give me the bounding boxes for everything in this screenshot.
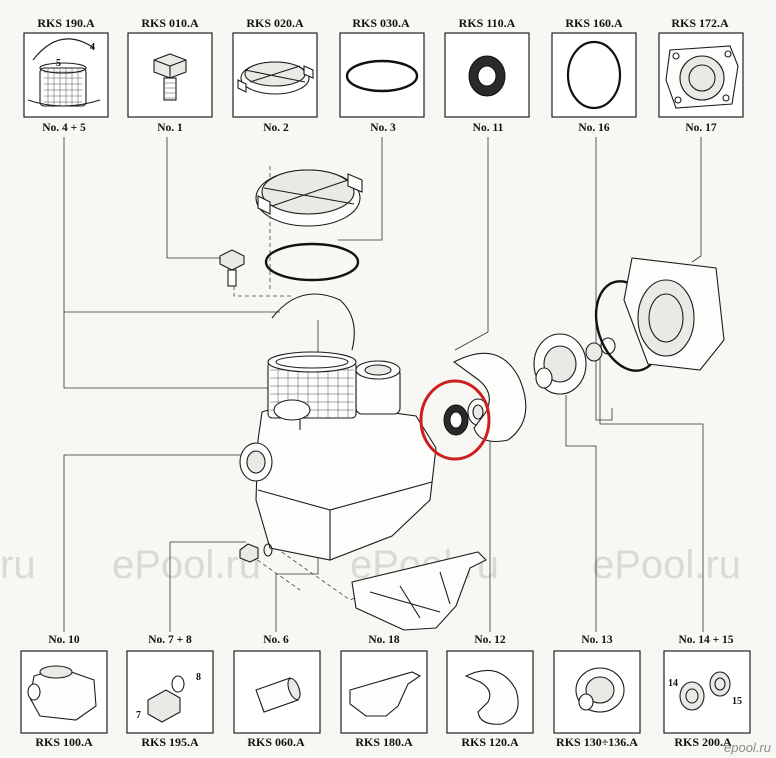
highlight-circle bbox=[419, 379, 491, 461]
callout-14: 14 bbox=[668, 678, 678, 689]
pump-housing-icon bbox=[27, 665, 97, 721]
lid-drawing bbox=[255, 169, 363, 227]
brand-mark: epool.ru bbox=[724, 740, 771, 755]
lid-o-ring-drawing bbox=[264, 242, 360, 282]
part-number: No. 4 + 5 bbox=[42, 122, 86, 134]
part-code: RKS 060.A bbox=[247, 735, 305, 749]
part-number: No. 17 bbox=[685, 122, 717, 134]
flange-o-ring-icon bbox=[566, 40, 622, 110]
lid-o-ring-icon bbox=[345, 59, 419, 93]
part-number: No. 2 bbox=[263, 122, 289, 134]
part-code: RKS 160.A bbox=[565, 16, 623, 30]
callout-15: 15 bbox=[732, 696, 742, 707]
callout-5: 5 bbox=[56, 58, 61, 69]
part-code: RKS 200.A bbox=[674, 735, 732, 749]
part-code: RKS 120.A bbox=[461, 735, 519, 749]
top-part-4[interactable]: RKS 030.A No. 3 bbox=[339, 16, 425, 134]
watermark-left: ru bbox=[0, 543, 36, 587]
drain-plug-drawing bbox=[239, 543, 273, 563]
watermark-3: ePool.ru bbox=[592, 543, 741, 587]
drain-plug-icon: 7 8 bbox=[136, 672, 201, 723]
part-code: RKS 130÷136.A bbox=[556, 735, 638, 749]
screw-drawing bbox=[219, 249, 245, 287]
callout-7: 7 bbox=[136, 710, 141, 721]
top-part-5[interactable]: RKS 110.A No. 11 bbox=[444, 16, 530, 134]
impeller-icon bbox=[575, 667, 625, 713]
impeller-drawing bbox=[533, 333, 587, 395]
part-code: RKS 020.A bbox=[246, 16, 304, 30]
basket-with-handle-icon: 4 5 bbox=[27, 38, 101, 107]
part-number: No. 14 + 15 bbox=[678, 634, 733, 646]
leader-lines bbox=[63, 137, 704, 632]
motor-flange-icon bbox=[665, 45, 739, 109]
top-part-6[interactable]: RKS 160.A No. 16 bbox=[551, 16, 637, 134]
part-code: RKS 195.A bbox=[141, 735, 199, 749]
sleeve-icon bbox=[255, 677, 301, 713]
top-part-2[interactable]: RKS 010.A No. 1 bbox=[127, 16, 213, 134]
part-code: RKS 172.A bbox=[671, 16, 729, 30]
part-number: No. 3 bbox=[370, 122, 396, 134]
watermark-1: ePool.ru bbox=[112, 543, 261, 587]
part-number: No. 10 bbox=[48, 634, 80, 646]
part-code: RKS 190.A bbox=[37, 16, 95, 30]
mech-seal-drawing bbox=[585, 337, 616, 362]
bottom-part-3[interactable]: No. 6 RKS 060.A bbox=[233, 634, 321, 749]
top-part-7[interactable]: RKS 172.A No. 17 bbox=[658, 16, 744, 134]
shaft-seal-icon bbox=[468, 55, 506, 97]
bottom-part-2[interactable]: No. 7 + 8 7 8 RKS 195.A bbox=[126, 634, 214, 749]
callout-4: 4 bbox=[90, 42, 95, 53]
part-number: No. 6 bbox=[263, 634, 289, 646]
mechanical-seal-icon: 14 15 bbox=[668, 671, 742, 711]
bottom-part-7[interactable]: No. 14 + 15 14 15 RKS 200.A bbox=[663, 634, 751, 749]
bottom-part-6[interactable]: No. 13 RKS 130÷136.A bbox=[553, 634, 641, 749]
top-part-1[interactable]: RKS 190.A 4 5 No. 4 + 5 bbox=[23, 16, 109, 134]
basket-handle-drawing bbox=[271, 293, 355, 351]
part-code: RKS 010.A bbox=[141, 16, 199, 30]
part-number: No. 13 bbox=[581, 634, 613, 646]
motor-flange-drawing bbox=[623, 257, 725, 371]
housing-drawing bbox=[239, 351, 437, 561]
bottom-part-5[interactable]: No. 12 RKS 120.A bbox=[446, 634, 534, 749]
drain-screw-icon bbox=[153, 53, 187, 101]
support-foot-icon bbox=[349, 671, 422, 717]
part-number: No. 11 bbox=[473, 122, 504, 134]
pump-lid-icon bbox=[237, 61, 314, 95]
part-code: RKS 180.A bbox=[355, 735, 413, 749]
part-code: RKS 100.A bbox=[35, 735, 93, 749]
part-number: No. 12 bbox=[474, 634, 506, 646]
part-number: No. 16 bbox=[578, 122, 610, 134]
pump-assembly bbox=[219, 166, 725, 631]
part-code: RKS 030.A bbox=[352, 16, 410, 30]
top-part-3[interactable]: RKS 020.A No. 2 bbox=[232, 16, 318, 134]
part-code: RKS 110.A bbox=[459, 16, 516, 30]
part-number: No. 7 + 8 bbox=[148, 634, 192, 646]
callout-8: 8 bbox=[196, 672, 201, 683]
bottom-part-1[interactable]: No. 10 RKS 100.A bbox=[20, 634, 108, 749]
diffuser-icon bbox=[464, 669, 519, 725]
bottom-part-4[interactable]: No. 18 RKS 180.A bbox=[340, 634, 428, 749]
diffuser-drawing bbox=[452, 352, 527, 443]
part-number: No. 18 bbox=[368, 634, 400, 646]
part-number: No. 1 bbox=[157, 122, 183, 134]
foot-drawing bbox=[351, 551, 487, 631]
